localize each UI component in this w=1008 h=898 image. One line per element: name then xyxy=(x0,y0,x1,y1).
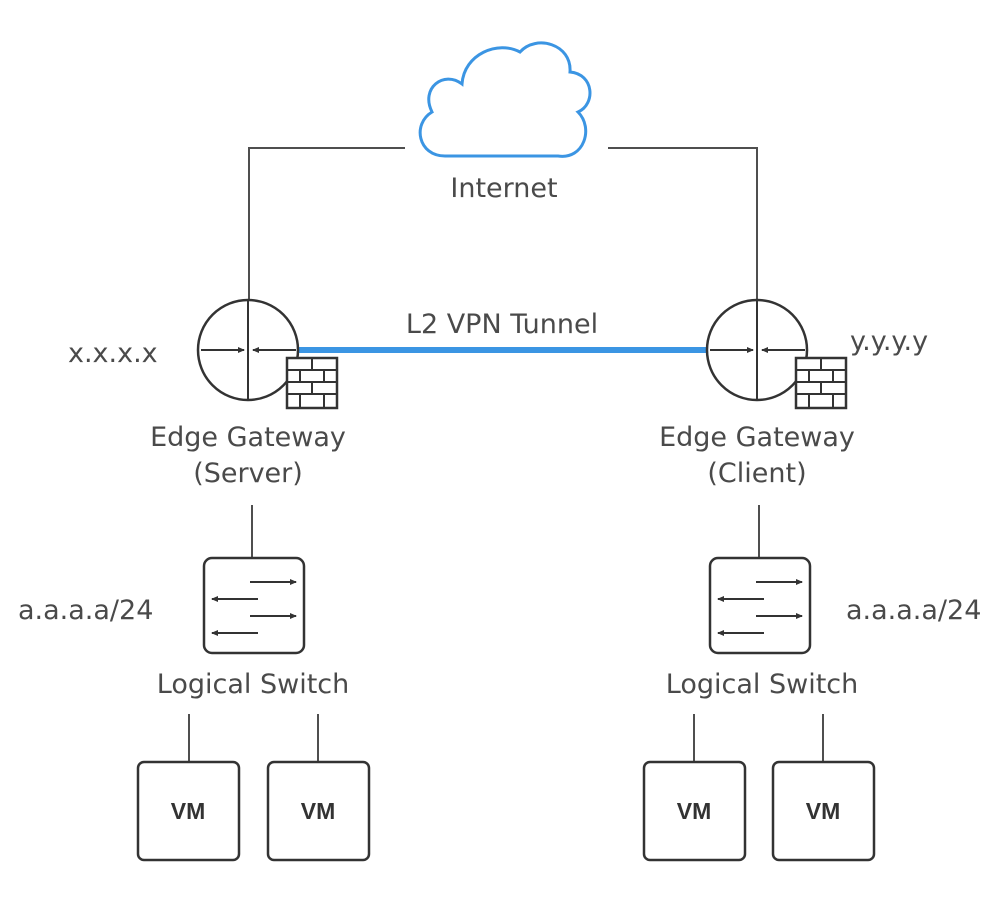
server-gateway-label-line2: (Server) xyxy=(193,458,303,489)
server-gateway-label-line1: Edge Gateway xyxy=(150,422,346,453)
server-side: x.x.x.x Edge Gateway (Server) xyxy=(18,298,371,862)
client-switch-label: Logical Switch xyxy=(666,669,858,700)
server-vm-2: VM xyxy=(266,760,371,862)
client-gateway-label-line1: Edge Gateway xyxy=(659,422,855,453)
server-vm-1-label: VM xyxy=(171,798,206,824)
cloud-icon xyxy=(418,41,592,158)
client-vm-1: VM xyxy=(642,760,747,862)
internet-link-client xyxy=(608,147,758,305)
client-subnet-label: a.a.a.a/24 xyxy=(846,595,981,626)
vpn-tunnel-label: L2 VPN Tunnel xyxy=(406,309,598,340)
server-vm-2-label: VM xyxy=(301,798,336,824)
server-switch-label: Logical Switch xyxy=(157,669,349,700)
client-firewall-icon xyxy=(794,356,848,410)
server-firewall-icon xyxy=(285,356,339,410)
internet-label: Internet xyxy=(450,173,557,204)
client-vm-2: VM xyxy=(771,760,876,862)
client-router-icon xyxy=(705,298,809,402)
client-switch-icon xyxy=(708,556,812,655)
client-vm-1-label: VM xyxy=(677,798,712,824)
server-vm-1: VM xyxy=(136,760,241,862)
internet-link-server xyxy=(248,147,405,305)
server-router-icon xyxy=(196,298,300,402)
server-switch-icon xyxy=(202,556,306,655)
client-side: y.y.y.y Edge Gateway (Client) xyxy=(642,298,981,862)
server-subnet-label: a.a.a.a/24 xyxy=(18,595,153,626)
client-vm-2-label: VM xyxy=(806,798,841,824)
server-ip-label: x.x.x.x xyxy=(68,338,158,369)
client-ip-label: y.y.y.y xyxy=(850,326,928,357)
client-gateway-label-line2: (Client) xyxy=(707,458,806,489)
